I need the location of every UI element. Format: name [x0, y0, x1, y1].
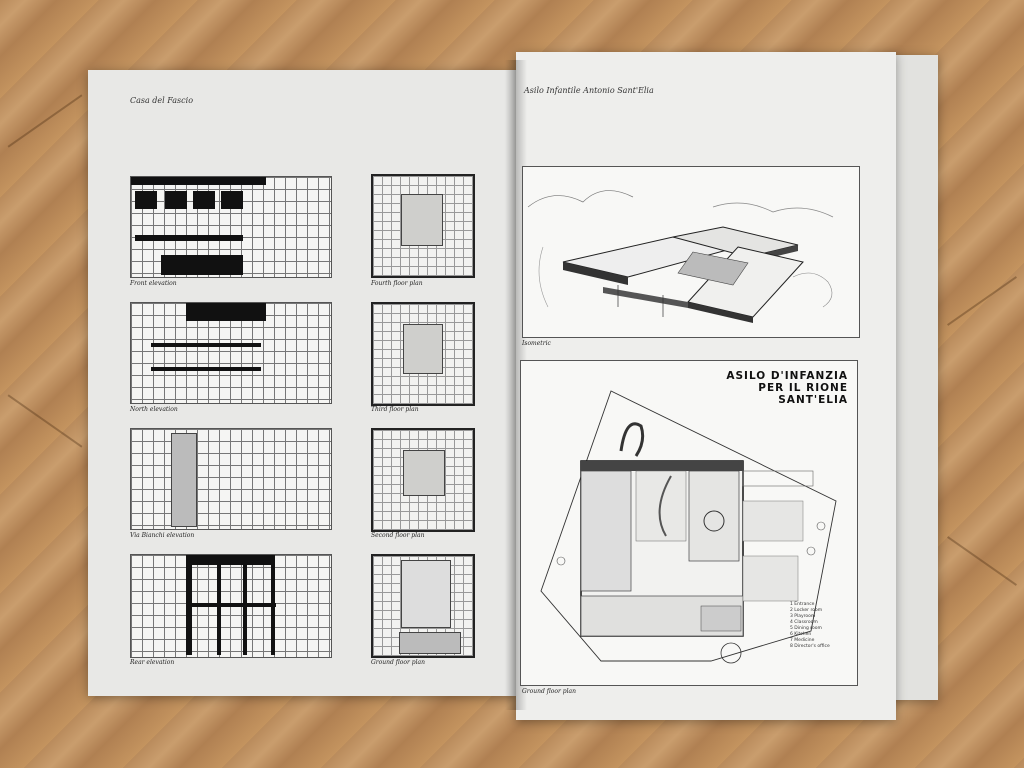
fourth-floor-plan-caption: Fourth floor plan — [371, 280, 423, 287]
ground-floor-plan-drawing — [371, 554, 475, 658]
ground-floor-plan-caption: Ground floor plan — [371, 659, 425, 666]
legend-item: 5 Dining room — [790, 626, 822, 631]
plan-title-line-1: ASILO D'INFANZIA — [726, 370, 848, 382]
rear-elevation-drawing — [130, 554, 332, 658]
isometric-drawing — [522, 166, 860, 338]
floor-seam — [7, 94, 83, 148]
floor-seam — [947, 276, 1017, 326]
north-elevation-drawing — [130, 302, 332, 404]
legend-item: 6 Kitchen — [790, 632, 812, 637]
floor-seam — [7, 394, 83, 448]
floor-seam — [947, 536, 1017, 586]
north-elevation-caption: North elevation — [130, 406, 178, 413]
right-page-header: Asilo Infantile Antonio Sant'Elia — [524, 86, 654, 95]
legend-item: 1 Entrance — [790, 602, 815, 607]
legend-item: 8 Director's office — [790, 644, 830, 649]
ground-floor-plan-caption-right: Ground floor plan — [522, 688, 576, 695]
site-plan-drawing — [520, 360, 858, 686]
third-floor-plan-caption: Third floor plan — [371, 406, 419, 413]
via-bianchi-elevation-drawing — [130, 428, 332, 530]
second-floor-plan-drawing — [371, 428, 475, 532]
plan-title: ASILO D'INFANZIA PER IL RIONE SANT'ELIA — [718, 370, 848, 406]
plan-legend: 1 Entrance 2 Locker room 3 Playroom 4 Cl… — [790, 602, 830, 650]
legend-item: 7 Medicine — [790, 638, 815, 643]
third-floor-plan-drawing — [371, 302, 475, 406]
fourth-floor-plan-drawing — [371, 174, 475, 278]
front-elevation-caption: Front elevation — [130, 280, 177, 287]
second-floor-plan-caption: Second floor plan — [371, 532, 425, 539]
plan-title-line-2: PER IL RIONE SANT'ELIA — [758, 382, 848, 406]
via-bianchi-elevation-caption: Via Bianchi elevation — [130, 532, 195, 539]
legend-item: 2 Locker room — [790, 608, 823, 613]
front-elevation-drawing — [130, 176, 332, 278]
back-page-edge — [890, 55, 938, 700]
isometric-caption: Isometric — [522, 340, 551, 347]
rear-elevation-caption: Rear elevation — [130, 659, 175, 666]
left-page-header: Casa del Fascio — [130, 96, 194, 105]
isometric-building-sketch — [527, 190, 834, 323]
legend-item: 3 Playroom — [790, 614, 816, 619]
legend-item: 4 Classroom — [790, 620, 818, 625]
site-ground-floor-plan — [540, 390, 837, 664]
